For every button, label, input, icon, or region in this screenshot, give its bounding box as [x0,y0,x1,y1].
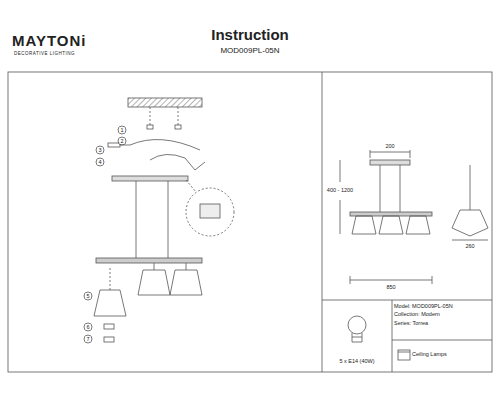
spec-cell: Model: MOD009PL-05N Collection: ModernSer… [394,303,490,339]
callout-number: 7 [85,336,90,342]
sheet-title: Instruction [211,26,289,43]
brand-logo: MAYTONi [12,32,87,49]
spec-text: Ceiling Lamps [412,351,490,357]
callout-number: 3 [97,147,102,153]
callout-number: 2 [119,138,124,144]
callout-number: 5 [85,293,90,299]
model-code: MOD009PL-05N [219,46,280,55]
spec-text: Series: Torrea [394,320,490,326]
dimension: 850 [385,284,396,290]
callout-number: 4 [97,159,102,165]
dimension: 260 [464,243,475,249]
callout-number: 1 [119,127,124,133]
brand-tagline: DECORATIVE LIGHTING [14,51,75,56]
spec-cell: Ceiling Lamps [412,349,490,367]
spec-cell: 5 x E14 (40W) [324,344,390,370]
dimension: 400 - 1200 [326,187,354,193]
spec-text: Collection: Modern [394,311,490,317]
spec-text: Model: MOD009PL-05N [394,303,490,309]
dimension: 200 [384,143,395,149]
callout-number: 6 [85,324,90,330]
spec-text: 5 x E14 (40W) [324,358,390,364]
